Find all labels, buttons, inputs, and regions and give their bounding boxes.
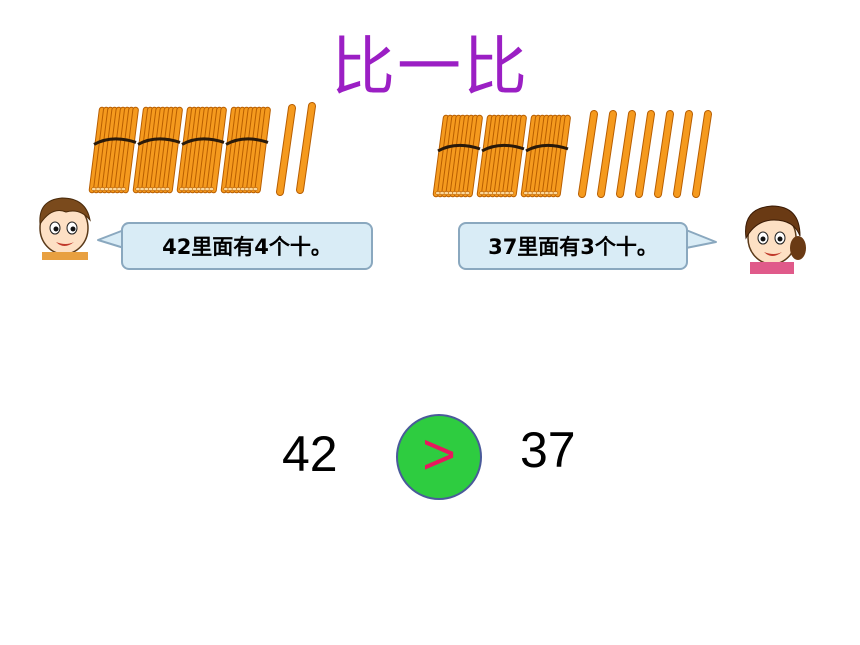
- stick-bundle: [476, 114, 527, 198]
- right-number: 37: [520, 422, 576, 478]
- single-stick: [635, 110, 655, 198]
- stick-bundle: [432, 114, 483, 198]
- right-sticks-group: [432, 110, 712, 198]
- stick-bundle: [220, 106, 271, 194]
- single-stick: [654, 110, 674, 198]
- left-number: 42: [282, 426, 338, 482]
- right-speech-bubble: 37里面有3个十。: [458, 222, 688, 270]
- single-stick: [616, 110, 636, 198]
- single-stick: [276, 104, 296, 196]
- right-bubble-tail: [682, 229, 717, 249]
- single-stick: [296, 102, 316, 194]
- stick-bundle: [88, 106, 139, 194]
- girl-character: [745, 205, 806, 274]
- single-stick: [578, 110, 598, 198]
- stick-bundle: [176, 106, 227, 194]
- left-speech-bubble: 42里面有4个十。: [121, 222, 373, 270]
- single-stick: [597, 110, 617, 198]
- single-stick: [673, 110, 693, 198]
- greater-than-sign: >: [422, 422, 456, 487]
- single-stick: [692, 110, 712, 198]
- stick-bundle: [132, 106, 183, 194]
- page-title: 比一比: [331, 31, 529, 105]
- left-sticks-group: [88, 102, 316, 196]
- stick-bundle: [520, 114, 571, 198]
- boy-character: [39, 197, 91, 260]
- comparison-circle: >: [396, 414, 482, 500]
